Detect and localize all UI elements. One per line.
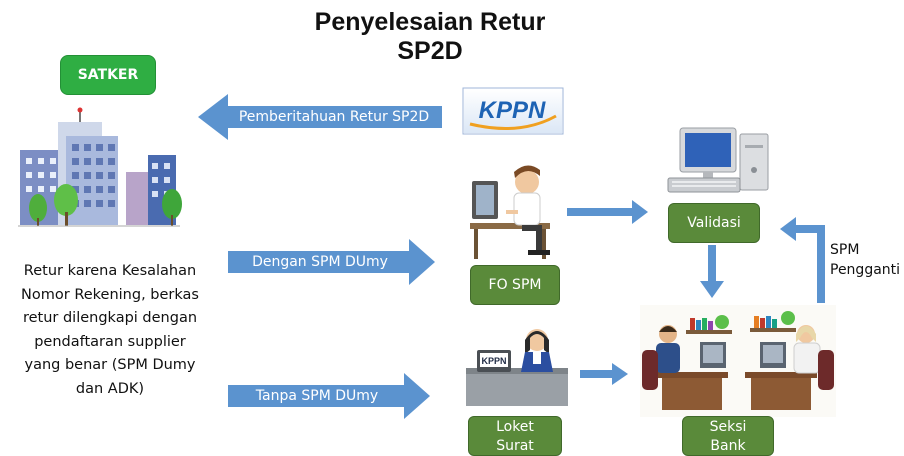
arrow-validasi-to-seksi: [700, 245, 724, 298]
loket-surat-line-2: Surat: [496, 438, 534, 454]
arrow-spm-pengganti: [780, 217, 825, 303]
fo-spm-box: FO SPM: [470, 265, 560, 305]
arrow-fo-to-validasi: [567, 200, 648, 224]
title-line-2: SP2D: [397, 37, 463, 65]
diagram-title: Penyelesaian Retur SP2D: [290, 8, 570, 66]
computer-illustration: [667, 127, 769, 193]
fo-spm-worker-illustration: [470, 165, 550, 259]
arrow-dengan-spm: [228, 239, 435, 285]
seksi-bank-line-1: Seksi: [709, 419, 747, 435]
seksi-bank-box: Seksi Bank: [682, 416, 774, 456]
validasi-box: Validasi: [668, 203, 760, 243]
arrow-tanpa-spm: [228, 373, 430, 419]
label-dengan-spm: Dengan SPM DUmy: [252, 254, 388, 270]
seksi-bank-illustration: [640, 305, 836, 417]
title-line-1: Penyelesaian Retur: [314, 8, 546, 36]
seksi-bank-line-2: Bank: [710, 438, 746, 454]
counter-sign-text: KPPN: [481, 356, 506, 366]
loket-surat-illustration: KPPN: [466, 329, 568, 406]
loket-surat-box: Loket Surat: [468, 416, 562, 456]
kppn-logo: KPPN: [462, 87, 564, 135]
spm-pengganti-label: SPM Pengganti: [830, 240, 902, 280]
arrow-loket-to-seksi: [580, 363, 628, 385]
spm-pengganti-line-1: SPM: [830, 242, 860, 258]
satker-badge: SATKER: [60, 55, 156, 95]
label-pemberitahuan: Pemberitahuan Retur SP2D: [238, 109, 430, 125]
spm-pengganti-line-2: Pengganti: [830, 262, 901, 278]
arrow-pemberitahuan: [198, 94, 442, 140]
office-building-illustration: [18, 107, 182, 227]
kppn-logo-text: KPPN: [479, 97, 546, 124]
retur-description: Retur karena Kesalahan Nomor Rekening, b…: [21, 263, 199, 397]
loket-surat-line-1: Loket: [496, 419, 534, 435]
label-tanpa-spm: Tanpa SPM DUmy: [255, 388, 379, 404]
